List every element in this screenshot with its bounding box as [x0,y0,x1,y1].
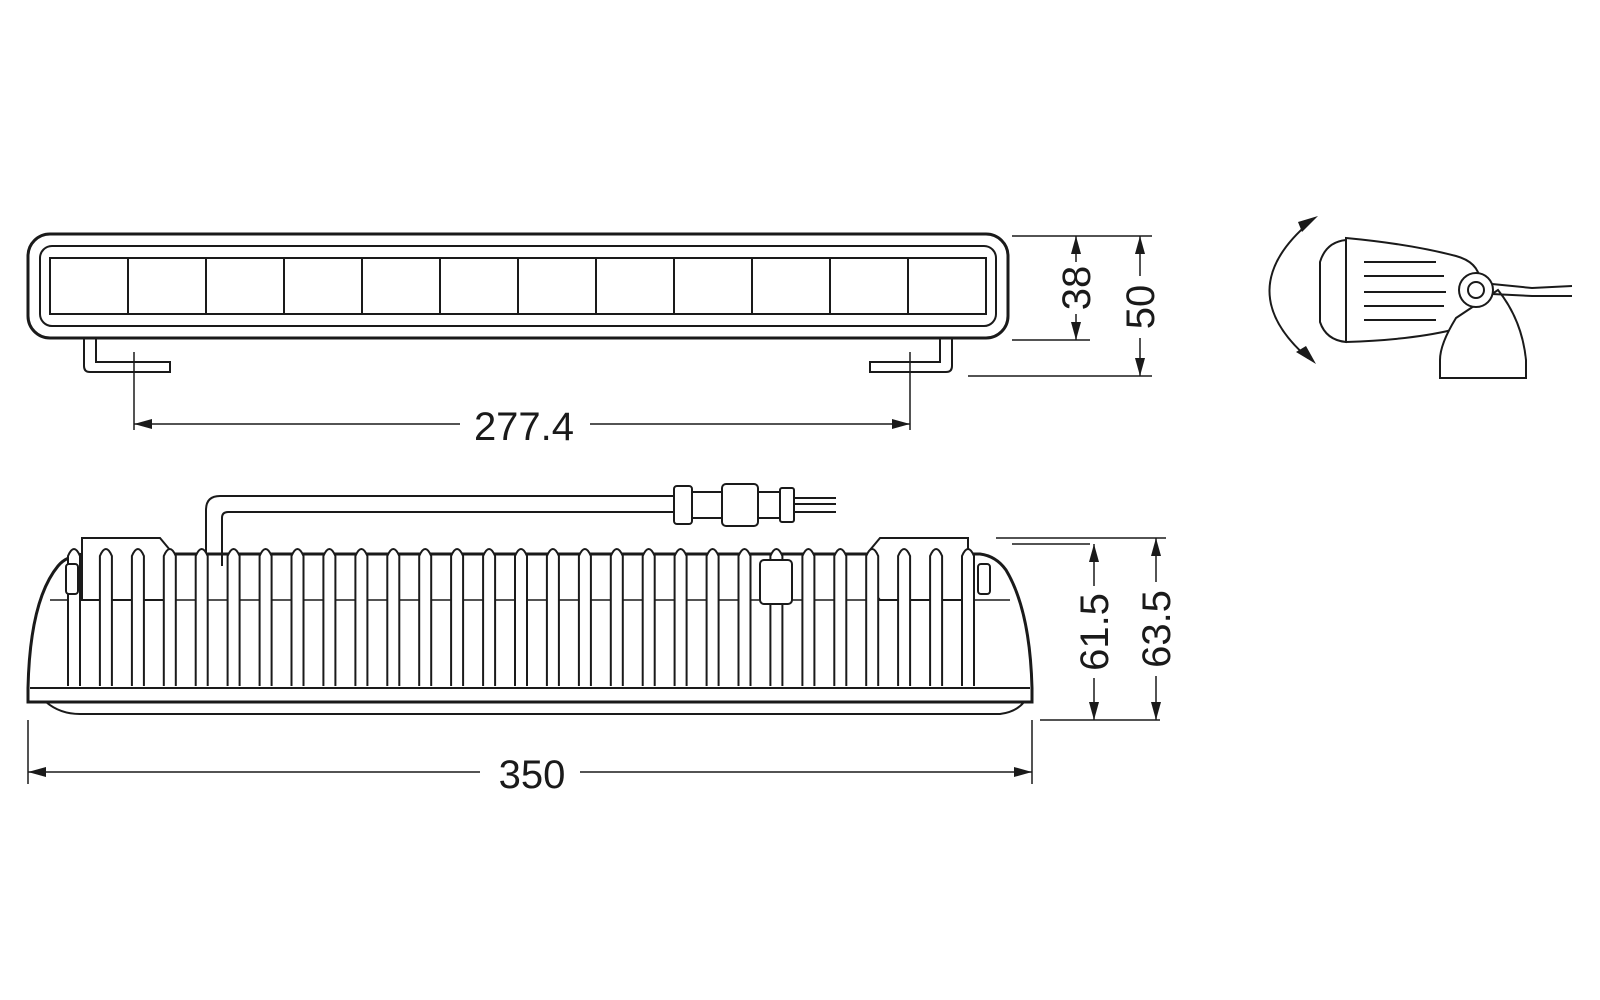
dim-front-lens-height: 38 [1012,235,1099,341]
cooling-fin [609,548,624,686]
side-fins [1364,261,1446,321]
cooling-fin [673,548,688,686]
dim-overall-length: 350 [27,720,1033,797]
rear-tab [759,559,793,605]
connector-plug [673,485,693,525]
led-segments [127,258,909,314]
cooling-fin [418,548,433,686]
cooling-fin [226,548,241,686]
cooling-fin [98,548,113,686]
cooling-fin [929,548,944,686]
pivot-knob [1458,272,1494,308]
cooling-fin [258,548,273,686]
front-housing [26,232,1010,340]
cooling-fin [322,548,337,686]
left-mount-bracket [83,338,171,373]
cooling-fin [961,548,975,686]
pivot-screw [1467,281,1485,299]
rear-right-bracket [869,537,969,601]
side-lens [1319,238,1347,344]
cooling-fin [354,548,369,686]
cooling-fin [482,548,497,686]
cooling-fin [705,548,720,686]
cooling-fin [290,548,305,686]
cooling-fin [897,548,912,686]
connector-wires [794,497,836,513]
cooling-fin [162,548,177,686]
dim-front-lens-height-label: 38 [1055,266,1099,311]
dim-overall-length-label: 350 [499,753,566,797]
rear-view [26,483,1034,715]
side-cable [1491,283,1573,290]
left-end-cap [65,563,79,595]
dim-mount-spacing-label: 277.4 [474,405,574,449]
right-mount-bracket [869,338,953,373]
rear-left-bracket [81,537,171,601]
side-bracket [1439,288,1527,379]
cooling-fin [194,548,209,686]
dim-rear-total-height: 63.5 [996,537,1179,720]
dim-mount-spacing: 277.4 [133,352,911,449]
tilt-arc [1268,221,1311,359]
side-view [1268,216,1573,379]
cooling-fin [386,548,401,686]
dim-front-total-height-label: 50 [1119,285,1163,330]
cooling-fin [641,548,656,686]
cooling-fin [801,548,816,686]
cooling-fin [545,548,560,686]
rear-base [45,701,1025,715]
cooling-fin [514,548,528,686]
cooling-fin [577,548,592,686]
dim-rear-total-height-label: 63.5 [1135,590,1179,668]
cooling-fins [67,548,975,686]
cooling-fin [450,548,465,686]
dim-rear-body-height: 61.5 [1012,543,1160,721]
front-bezel [39,245,997,327]
rear-cable [205,495,674,566]
cooling-fin [130,548,145,686]
dim-front-total-height: 50 [968,235,1163,377]
front-view [26,232,1010,373]
cooling-fin [737,548,752,686]
right-end-cap [977,563,991,595]
cooling-fin [833,548,848,686]
cooling-fin [865,548,880,686]
rear-housing [26,552,1034,704]
dim-rear-body-height-label: 61.5 [1073,593,1117,671]
